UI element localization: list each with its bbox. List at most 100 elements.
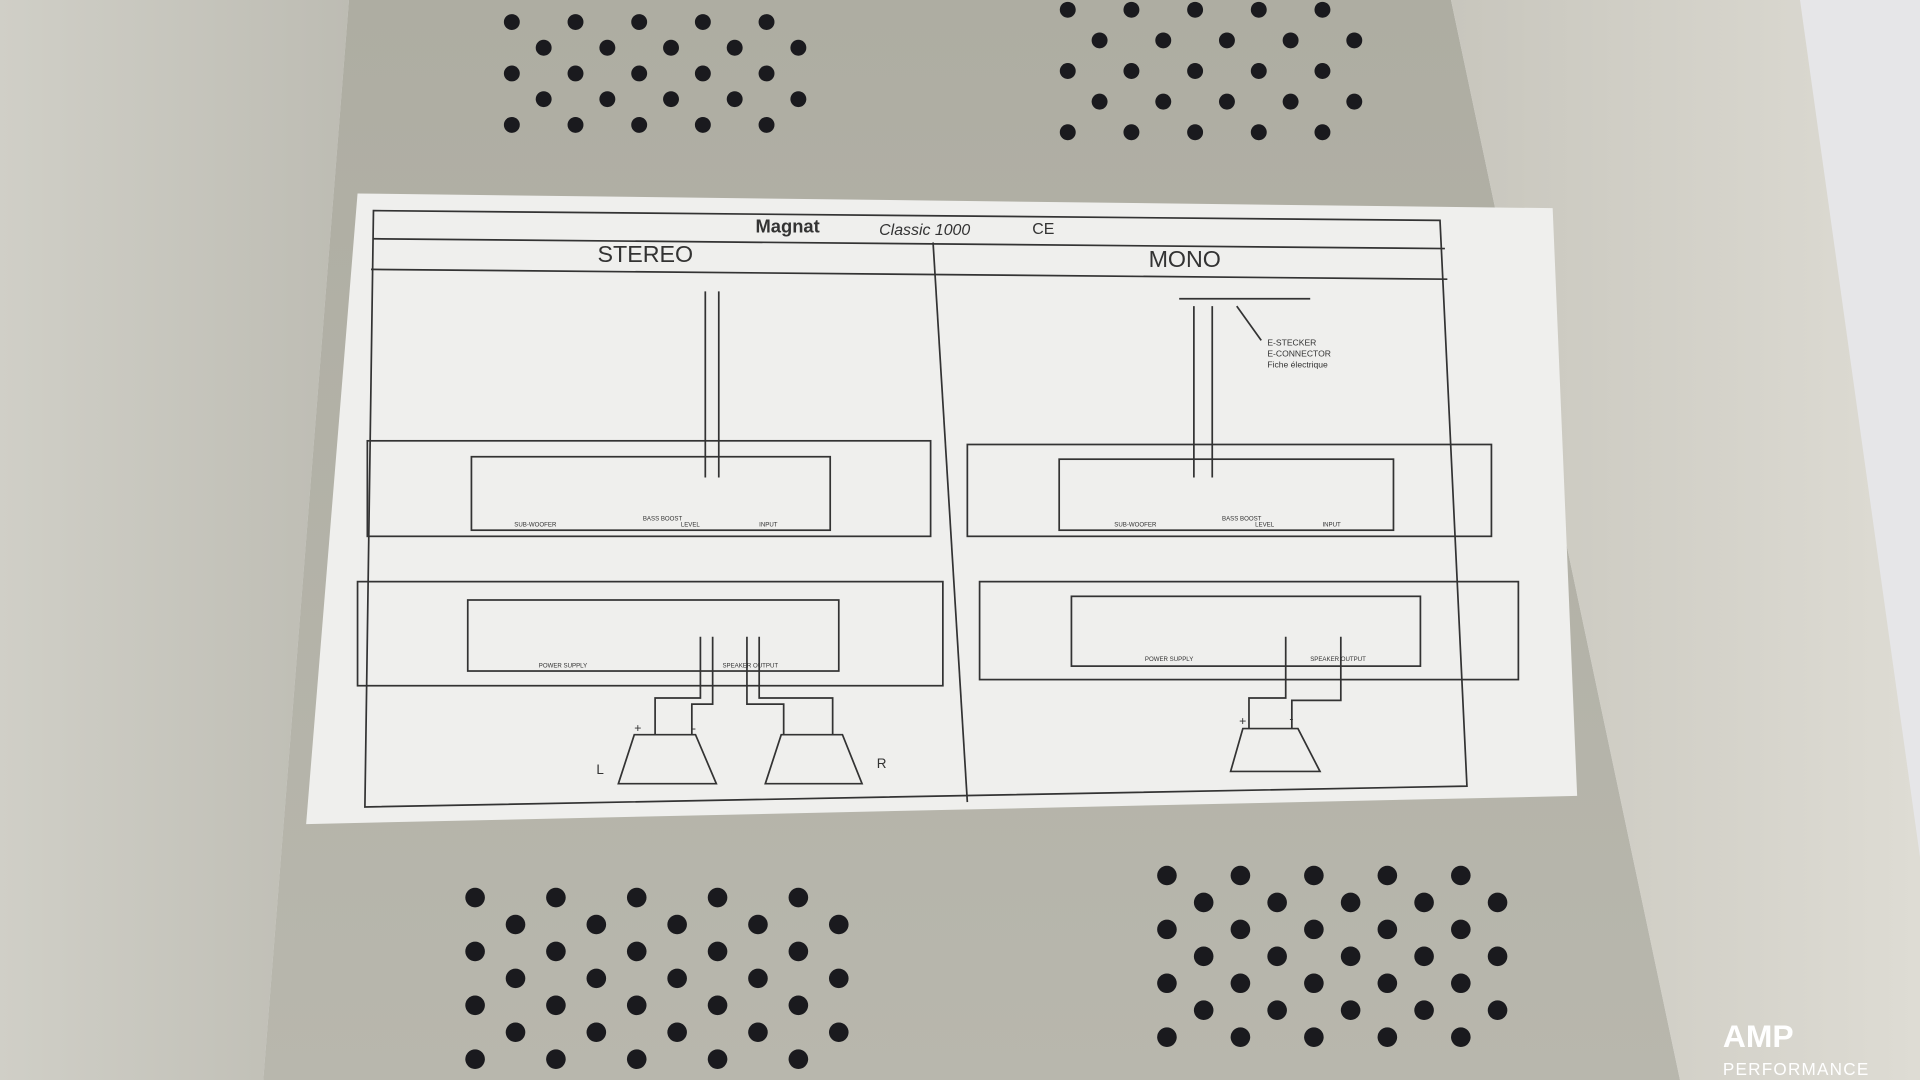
label-bass-boost: BASS BOOST [1222,515,1262,522]
vent-hole [1451,973,1471,994]
watermark-performance: PERFORMANCE [1723,1059,1870,1079]
vent-hole [567,65,584,82]
vent-hole [626,887,647,908]
vent-hole [1377,865,1398,886]
label-speaker-output: SPEAKER OUTPUT [722,662,778,669]
stereo-diagram: SUB-WOOFER BASS BOOST LEVEL INPUT POWER … [356,291,944,785]
vent-hole [546,887,566,908]
vent-hole [1230,973,1251,994]
vent-hole [1230,865,1251,886]
vent-hole [586,914,607,935]
vent-hole [1187,1,1204,18]
vent-hole [465,941,485,962]
vent-hole [626,941,647,962]
vent-hole [1487,1000,1508,1020]
vent-hole [1282,32,1299,49]
vent-hole [1282,93,1299,110]
connector-note-de: E-STECKER [1267,337,1316,347]
label-speaker-output: SPEAKER OUTPUT [1310,656,1366,663]
vent-hole [1267,892,1287,913]
vent-hole [1250,63,1267,79]
vent-hole [726,39,743,56]
vent-hole [1414,1000,1434,1020]
vent-hole [503,14,520,30]
connector-note-fr: Fiche électrique [1267,359,1328,369]
vent-hole [1155,93,1172,110]
vent-hole [1340,1000,1361,1020]
vent-hole [1304,1027,1324,1047]
vent-hole [1059,124,1076,141]
vent-hole [1059,63,1076,79]
vent-hole [1250,124,1267,141]
vent-hole [1123,124,1140,141]
vent-hole [586,968,607,989]
vent-hole [1193,946,1214,967]
stereo-title: STEREO [598,241,694,267]
vent-hole [505,968,526,989]
vent-hole [546,941,566,962]
vent-hole [631,14,648,30]
connector-note-en: E-CONNECTOR [1267,348,1331,358]
vent-hole [828,1022,849,1043]
vent-hole [505,914,526,935]
plus-sign: + [634,721,641,735]
label-subwoofer: SUB-WOOFER [514,522,557,529]
vent-hole [535,91,552,108]
vent-hole [748,968,768,989]
vent-hole [631,116,648,133]
vent-hole [1304,973,1324,994]
vent-hole [1377,919,1398,940]
minus-sign: - [1289,711,1293,725]
vent-hole [1187,63,1204,79]
vent-hole [1123,1,1140,18]
vent-hole [788,1049,809,1069]
right-heatsink [1451,0,1920,1080]
vent-hole [1414,892,1434,913]
vent-hole [546,995,566,1016]
vent-hole [790,91,807,108]
vent-hole [1193,1000,1214,1020]
vent-hole [694,116,711,133]
label-level: LEVEL [681,522,701,529]
model-name: Classic 1000 [879,222,970,239]
vent-hole [1451,919,1471,940]
vent-hole [788,887,809,908]
vent-hole [667,1022,687,1043]
vent-hole [694,14,711,30]
vent-hole [758,116,775,133]
brand-logo: Magnat [756,216,820,237]
vent-hole [748,1022,768,1043]
left-heatsink [0,0,349,1080]
vent-hole [667,914,687,935]
vent-hole [1230,919,1251,940]
vent-hole [1157,919,1177,940]
wiring-sticker: Magnat Classic 1000 CE STEREO MONO SUB-W… [306,193,1578,825]
vent-hole [707,887,728,908]
vent-hole [1451,1027,1471,1047]
vent-hole [1218,93,1235,110]
vent-hole [1123,63,1140,79]
vent-hole [748,914,768,935]
label-level: LEVEL [1255,522,1275,529]
vent-hole [1059,1,1076,18]
vent-hole [828,914,849,935]
vent-hole [1157,1027,1177,1047]
vent-hole [503,116,520,133]
vent-hole [790,39,807,56]
label-input: INPUT [759,522,778,529]
watermark-logo: AMP PERFORMANCE [1723,1018,1870,1079]
vent-hole [505,1022,526,1043]
vent-hole [1314,1,1331,18]
vent-hole [1091,32,1108,49]
left-channel-label: L [596,762,604,777]
vent-hole [1314,124,1331,141]
vent-hole [758,14,775,30]
vent-hole [1304,865,1324,886]
vent-hole [1157,973,1177,994]
label-power-supply: POWER SUPPLY [1145,656,1193,663]
vent-hole [546,1049,566,1069]
vent-hole [599,39,616,56]
vent-hole [1340,892,1361,913]
vent-hole [663,39,679,56]
